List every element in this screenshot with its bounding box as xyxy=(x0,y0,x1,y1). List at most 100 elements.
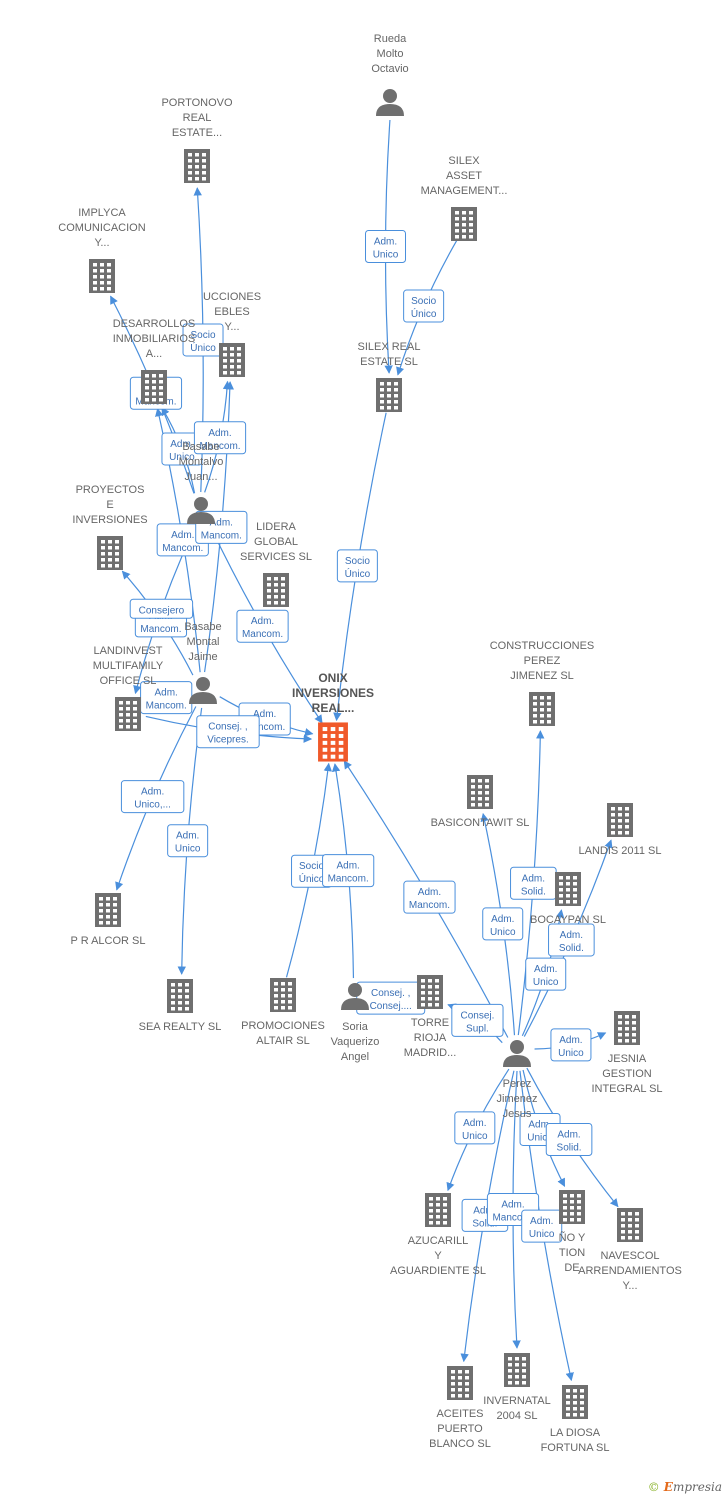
edge-label[interactable]: Adm.Unico xyxy=(482,907,524,941)
edge-label-text: Adm. xyxy=(374,236,397,247)
node-bocaypan[interactable]: BOCAYPAN SL xyxy=(530,872,606,926)
node-label: Soria xyxy=(342,1021,369,1033)
node-label: INVERNATAL xyxy=(483,1395,550,1407)
node-label: PORTONOVO xyxy=(161,97,233,109)
building-icon xyxy=(614,1011,640,1045)
edge-label-text: Unico xyxy=(373,249,399,260)
node-label: BASICONTAWIT SL xyxy=(431,817,530,829)
node-pralcor[interactable]: P R ALCOR SL xyxy=(71,893,146,947)
node-label: GESTION xyxy=(602,1068,652,1080)
edge-label-text: Consej.... xyxy=(370,1001,412,1012)
node-label: AZUCARILL xyxy=(408,1235,469,1247)
edge-label[interactable]: Adm.Solid. xyxy=(545,1123,593,1157)
edge-label[interactable]: Adm.Mancom. xyxy=(193,421,247,455)
node-label: ARRENDAMIENTOS xyxy=(578,1265,682,1277)
building-icon xyxy=(555,872,581,906)
node-desarrollos[interactable]: DESARROLLOSINMOBILIARIOSA... xyxy=(113,318,196,404)
edge-label[interactable]: Adm.Unico xyxy=(167,824,209,858)
edge-label-text: Adm. xyxy=(560,930,583,941)
edge-label[interactable]: Adm.Unico xyxy=(550,1028,592,1062)
edge-label-text: Adm. xyxy=(251,616,274,627)
edge-label[interactable]: Consej. ,Vicepres. xyxy=(196,715,260,749)
edge-label-box xyxy=(322,854,375,888)
node-landis[interactable]: LANDIS 2011 SL xyxy=(579,803,662,857)
node-basicontawit[interactable]: BASICONTAWIT SL xyxy=(431,775,530,829)
edge-label[interactable]: Adm.Mancom. xyxy=(322,854,375,888)
node-label: ASSET xyxy=(446,170,482,182)
edge-label-text: Unico xyxy=(490,927,516,938)
edge-label[interactable]: Adm.Solid. xyxy=(510,866,557,900)
node-label: Rueda xyxy=(374,33,407,45)
edge-label[interactable]: Adm.Mancom. xyxy=(403,880,456,914)
node-onix[interactable]: ONIXINVERSIONESREAL... xyxy=(292,671,374,762)
edge-label[interactable]: Adm.Unico xyxy=(525,957,567,991)
node-basabe_juan[interactable]: BasabeMontalvoJuan... xyxy=(179,441,224,524)
edge-label-box xyxy=(545,1123,593,1157)
edge-label[interactable]: Adm.Unico xyxy=(521,1209,563,1243)
node-construcciones_muebles[interactable]: UCCIONESEBLESY... xyxy=(203,291,261,377)
edge-label-box xyxy=(129,598,194,619)
person-icon xyxy=(189,677,217,704)
edge-label[interactable]: Consejero xyxy=(129,598,194,619)
edge-label[interactable]: Adm.Mancom. xyxy=(236,609,289,643)
edge-label[interactable]: Adm. Unico xyxy=(365,229,407,263)
node-torre[interactable]: TORRERIOJAMADRID... xyxy=(404,975,457,1059)
node-label: Y xyxy=(434,1250,442,1262)
building-icon xyxy=(425,1193,451,1227)
node-label: SERVICES SL xyxy=(240,551,312,563)
edge-label-box xyxy=(365,229,407,263)
person-icon xyxy=(187,497,215,524)
edge-label[interactable]: Adm.Unico xyxy=(161,432,203,466)
edge-label-text: Adm. xyxy=(530,1216,553,1227)
edge-label-text: Unico xyxy=(175,844,201,855)
node-label: INVERSIONES xyxy=(72,514,147,526)
edge-label[interactable]: Adm.Solid. xyxy=(548,923,595,957)
edge-label-text: Unico xyxy=(169,452,195,463)
node-label: IMPLYCA xyxy=(78,207,126,219)
node-searealty[interactable]: SEA REALTY SL xyxy=(139,979,222,1033)
edge-label[interactable]: Consej.Supl. xyxy=(451,1003,504,1037)
node-label: DESARROLLOS xyxy=(113,318,196,330)
edge-label-text: Unico xyxy=(527,1132,553,1143)
edge-label[interactable]: Adm.Unico,... xyxy=(120,780,185,814)
node-silexam[interactable]: SILEXASSETMANAGEMENT... xyxy=(421,155,508,241)
node-label: REAL xyxy=(183,112,212,124)
edge-label-text: Mancom. xyxy=(201,530,242,541)
node-label: OFFICE SL xyxy=(100,675,157,687)
edge-label-box xyxy=(451,1003,504,1037)
node-navescol[interactable]: NAVESCOLARRENDAMIENTOSY... xyxy=(578,1208,682,1292)
brand-name: mpresia xyxy=(672,1480,722,1494)
building-icon xyxy=(417,975,443,1009)
node-portonovo[interactable]: PORTONOVOREALESTATE... xyxy=(161,97,233,183)
edge-label-box xyxy=(403,289,445,323)
edge-label-text: Consejero xyxy=(139,605,185,616)
edge-label-text: Solid. xyxy=(557,1143,582,1154)
edge-label[interactable]: Adm.Unico xyxy=(454,1111,496,1145)
node-implyca[interactable]: IMPLYCACOMUNICACIONY... xyxy=(58,207,146,293)
edge-label-box xyxy=(336,549,378,583)
edge-label-box xyxy=(403,880,456,914)
node-label: TION xyxy=(559,1247,585,1259)
edge-label-text: Unico xyxy=(533,977,559,988)
brand-initial: E xyxy=(663,1480,673,1494)
